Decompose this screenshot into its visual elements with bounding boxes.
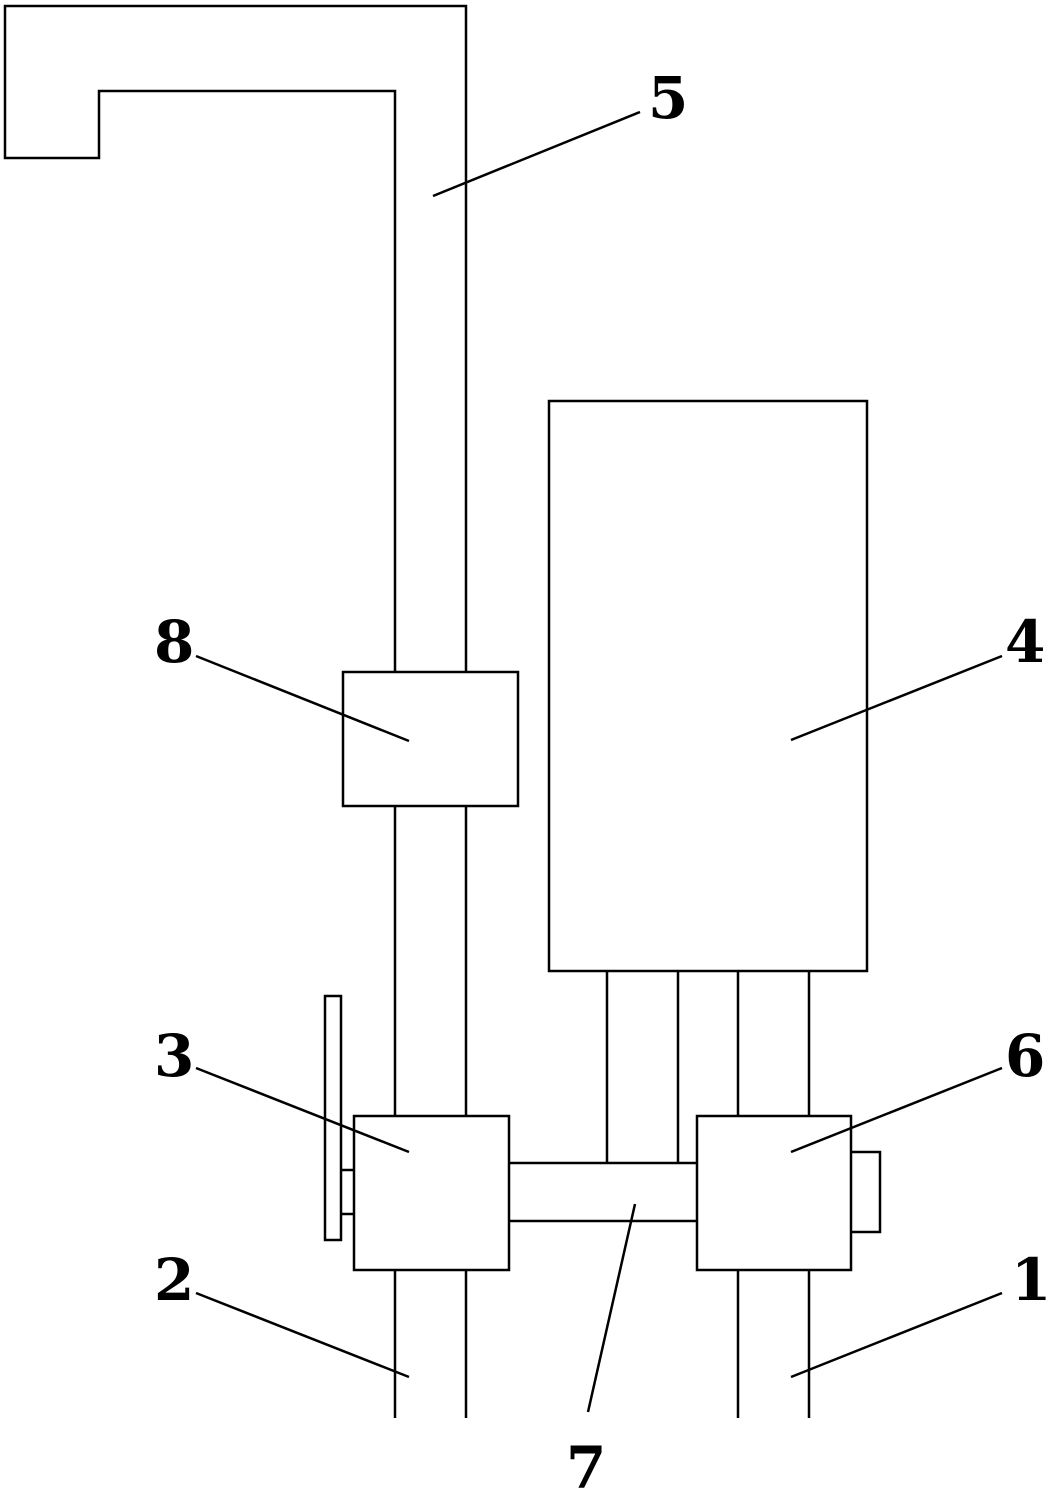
outlet-pipe-outer-edge: [3, 4, 468, 672]
label-7: 7: [566, 1434, 606, 1502]
leader-6: [790, 1066, 1003, 1154]
outlet-pipe-5: [3, 4, 468, 672]
label-6: 6: [1005, 1022, 1045, 1090]
leader-8: [195, 654, 410, 743]
leader-2: [195, 1291, 410, 1379]
label-4: 4: [1005, 608, 1045, 676]
tank-4: [547, 399, 869, 973]
label-5: 5: [648, 64, 688, 132]
component-6: [695, 1114, 853, 1272]
connector-pipe-7: [509, 1161, 697, 1223]
leader-1: [790, 1291, 1003, 1379]
component-6-knob: [851, 1150, 882, 1234]
label-8: 8: [154, 608, 194, 676]
lower-pipe-1: [736, 1270, 811, 1418]
leader-5: [432, 110, 641, 198]
handle-bar: [323, 994, 343, 1242]
part-labels: 5 8 4 3 6 2 1 7: [154, 64, 1051, 1502]
lower-pipe-2: [393, 1270, 468, 1418]
leader-3: [195, 1066, 410, 1154]
label-3: 3: [154, 1022, 194, 1090]
leader-7: [586, 1203, 637, 1413]
valve-handle: [323, 994, 354, 1242]
tank-connection-pipes: [605, 971, 811, 1163]
label-2: 2: [154, 1246, 194, 1314]
leader-lines: [195, 110, 1003, 1413]
component-8: [341, 670, 520, 808]
leader-4: [790, 654, 1003, 742]
pipe-between-8-and-3: [393, 806, 468, 1116]
label-1: 1: [1011, 1246, 1051, 1314]
